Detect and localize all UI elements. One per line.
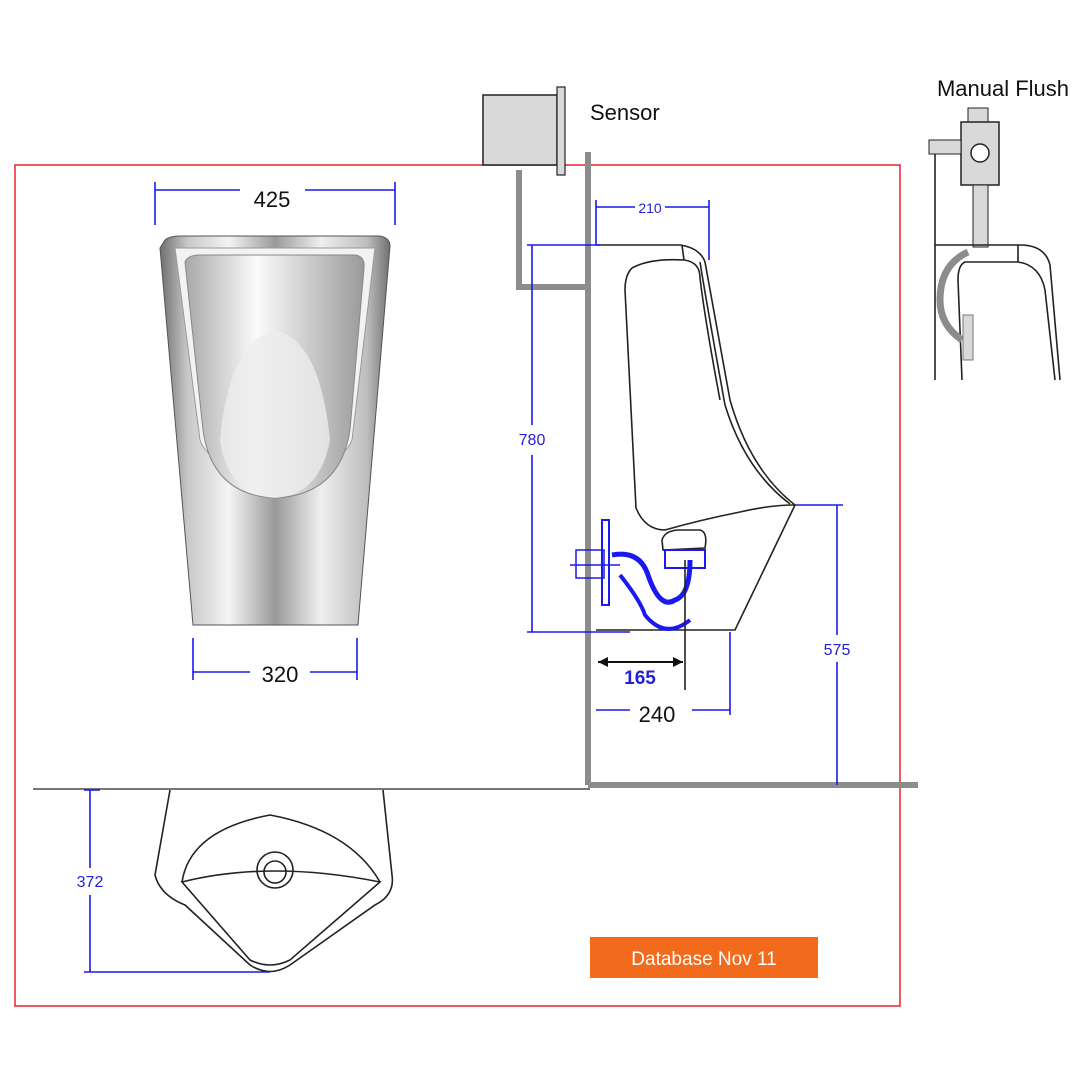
dimension-372-label: 372 bbox=[77, 874, 104, 891]
database-badge-label: Database Nov 11 bbox=[631, 949, 776, 970]
dimension-240: 240 bbox=[596, 632, 731, 727]
dimension-210: 210 bbox=[595, 200, 710, 260]
dimension-165-label: 165 bbox=[624, 668, 656, 689]
side-view-urinal bbox=[596, 244, 797, 631]
dimension-575: 575 bbox=[795, 504, 851, 785]
dimension-425-label: 425 bbox=[254, 187, 291, 212]
database-badge: Database Nov 11 bbox=[590, 937, 818, 978]
sensor-unit: Sensor bbox=[482, 86, 660, 176]
dimension-780: 780 bbox=[519, 244, 630, 633]
dimension-210-label: 210 bbox=[638, 200, 662, 216]
drawing-frame bbox=[14, 164, 901, 1007]
dimension-320: 320 bbox=[192, 638, 358, 687]
dimension-240-label: 240 bbox=[639, 702, 676, 727]
sensor-pipe bbox=[516, 170, 588, 290]
dimension-425: 425 bbox=[154, 182, 396, 225]
trap-siphon bbox=[570, 519, 706, 631]
manual-flush-label: Manual Flush bbox=[937, 76, 1069, 101]
sensor-label: Sensor bbox=[590, 100, 660, 125]
dimension-320-label: 320 bbox=[262, 662, 299, 687]
dimension-165: 165 bbox=[598, 657, 683, 689]
dimension-780-label: 780 bbox=[519, 432, 546, 449]
manual-flush-inset: Manual Flush bbox=[928, 76, 1069, 381]
front-view-urinal bbox=[159, 235, 391, 626]
top-view-urinal bbox=[154, 789, 394, 973]
dimension-372: 372 bbox=[77, 789, 270, 973]
dimension-575-label: 575 bbox=[824, 642, 851, 659]
